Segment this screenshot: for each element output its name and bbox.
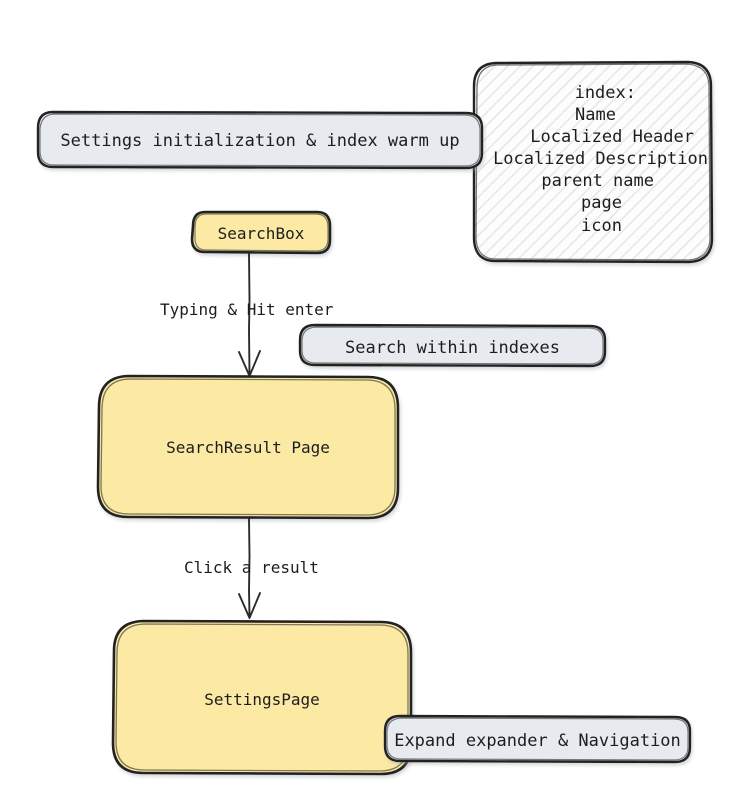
node-search-box[interactable] bbox=[190, 210, 332, 255]
index-note-line-4: parent name bbox=[541, 171, 654, 192]
index-note-line-1: Name bbox=[575, 105, 616, 126]
index-note-label: index: Name Localized Header Localized D… bbox=[474, 82, 712, 237]
index-note-line-2: Localized Header bbox=[530, 127, 694, 148]
node-index-note[interactable] bbox=[472, 60, 714, 264]
node-search-indexes-note[interactable] bbox=[298, 323, 607, 368]
node-settings-page[interactable] bbox=[111, 619, 413, 776]
edge-searchbox-to-searchresult bbox=[238, 253, 261, 377]
index-note-line-0: index: bbox=[574, 83, 636, 103]
index-note-line-5: page bbox=[581, 193, 622, 214]
node-settings-init-note[interactable] bbox=[36, 110, 484, 170]
index-note-line-6: icon bbox=[581, 215, 622, 236]
edge-searchresult-to-settingspage bbox=[238, 518, 261, 619]
index-note-line-3: Localized Description bbox=[493, 149, 708, 170]
node-search-result-page[interactable] bbox=[96, 374, 400, 520]
node-expand-expander-note[interactable] bbox=[383, 714, 692, 764]
